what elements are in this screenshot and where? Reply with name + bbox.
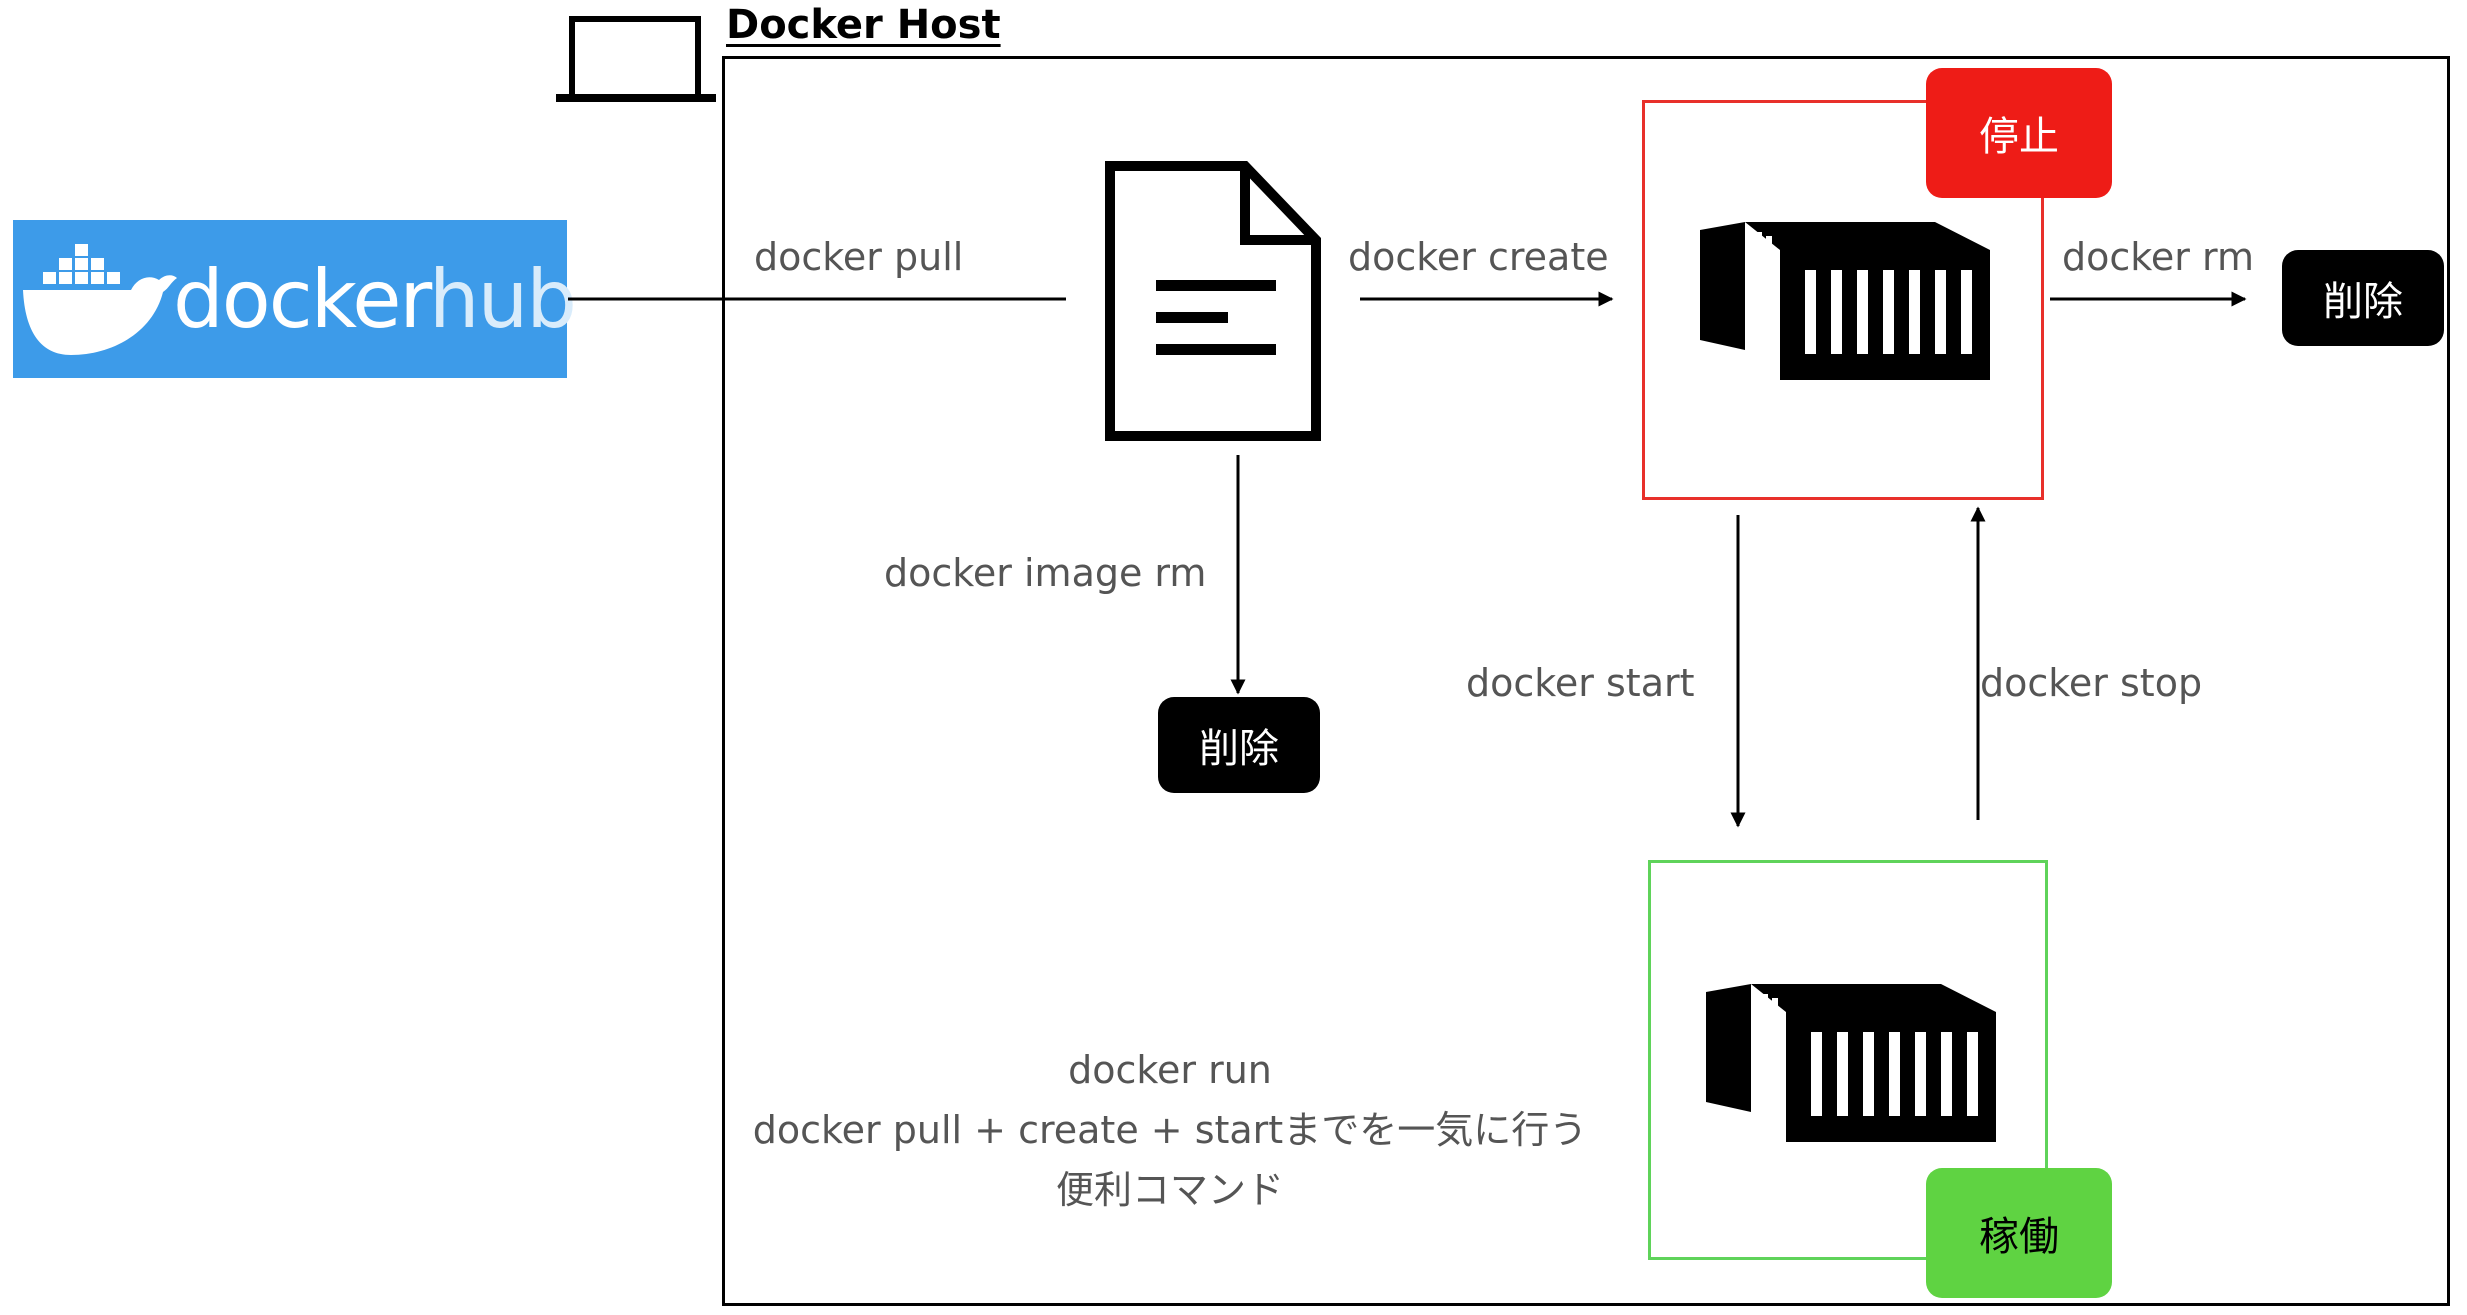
docker-hub-logo: dockerhub — [13, 220, 577, 378]
image-deleted-badge: 削除 — [1158, 697, 1320, 793]
docker-run-detail: docker pull + create + startまでを一気に行う — [752, 1108, 1588, 1152]
wordmark-hub: hub — [428, 253, 577, 346]
wordmark-docker: docker — [173, 253, 431, 346]
container-icon — [1700, 222, 1990, 380]
docker-start-label: docker start — [1466, 661, 1695, 705]
docker-whale-icon — [23, 244, 177, 355]
laptop-icon — [556, 16, 716, 102]
docker-hub-wordmark: dockerhub — [173, 250, 577, 350]
docker-image-rm-label: docker image rm — [884, 551, 1207, 595]
docker-host-title: Docker Host — [726, 2, 1001, 48]
docker-run-description: docker run docker pull + create + startま… — [730, 1040, 1610, 1220]
docker-pull-label: docker pull — [754, 235, 964, 279]
docker-run-label: docker run — [1068, 1048, 1272, 1092]
docker-create-label: docker create — [1348, 235, 1609, 279]
container-icon — [1706, 984, 1996, 1142]
container-deleted-badge: 削除 — [2282, 250, 2444, 346]
docker-stop-label: docker stop — [1980, 661, 2203, 705]
docker-run-note: 便利コマンド — [1055, 1168, 1284, 1212]
docker-rm-label: docker rm — [2062, 235, 2254, 279]
stopped-badge: 停止 — [1926, 68, 2112, 198]
image-document-icon — [1105, 161, 1321, 441]
docker-host-boundary — [722, 56, 2450, 1306]
running-badge: 稼働 — [1926, 1168, 2112, 1298]
